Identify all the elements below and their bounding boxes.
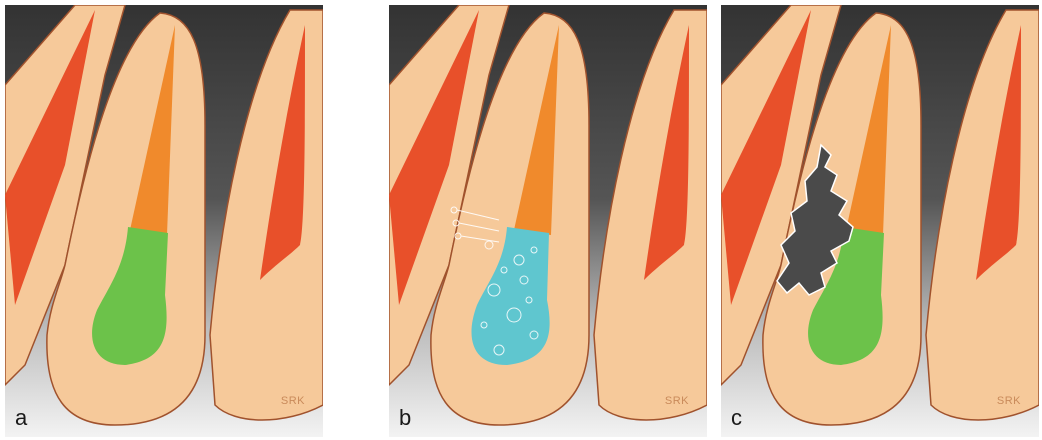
panel-b: SRK b: [389, 5, 707, 437]
panel-a: SRK a: [5, 5, 323, 437]
artist-signature: SRK: [997, 395, 1021, 407]
panel-c-illustration: [721, 5, 1039, 437]
artist-signature: SRK: [665, 395, 689, 407]
panel-a-illustration: [5, 5, 323, 437]
panel-label: a: [15, 405, 27, 431]
panel-c: SRK c: [721, 5, 1039, 437]
panel-b-illustration: [389, 5, 707, 437]
artist-signature: SRK: [281, 395, 305, 407]
panel-label: b: [399, 405, 411, 431]
panel-label: c: [731, 405, 742, 431]
